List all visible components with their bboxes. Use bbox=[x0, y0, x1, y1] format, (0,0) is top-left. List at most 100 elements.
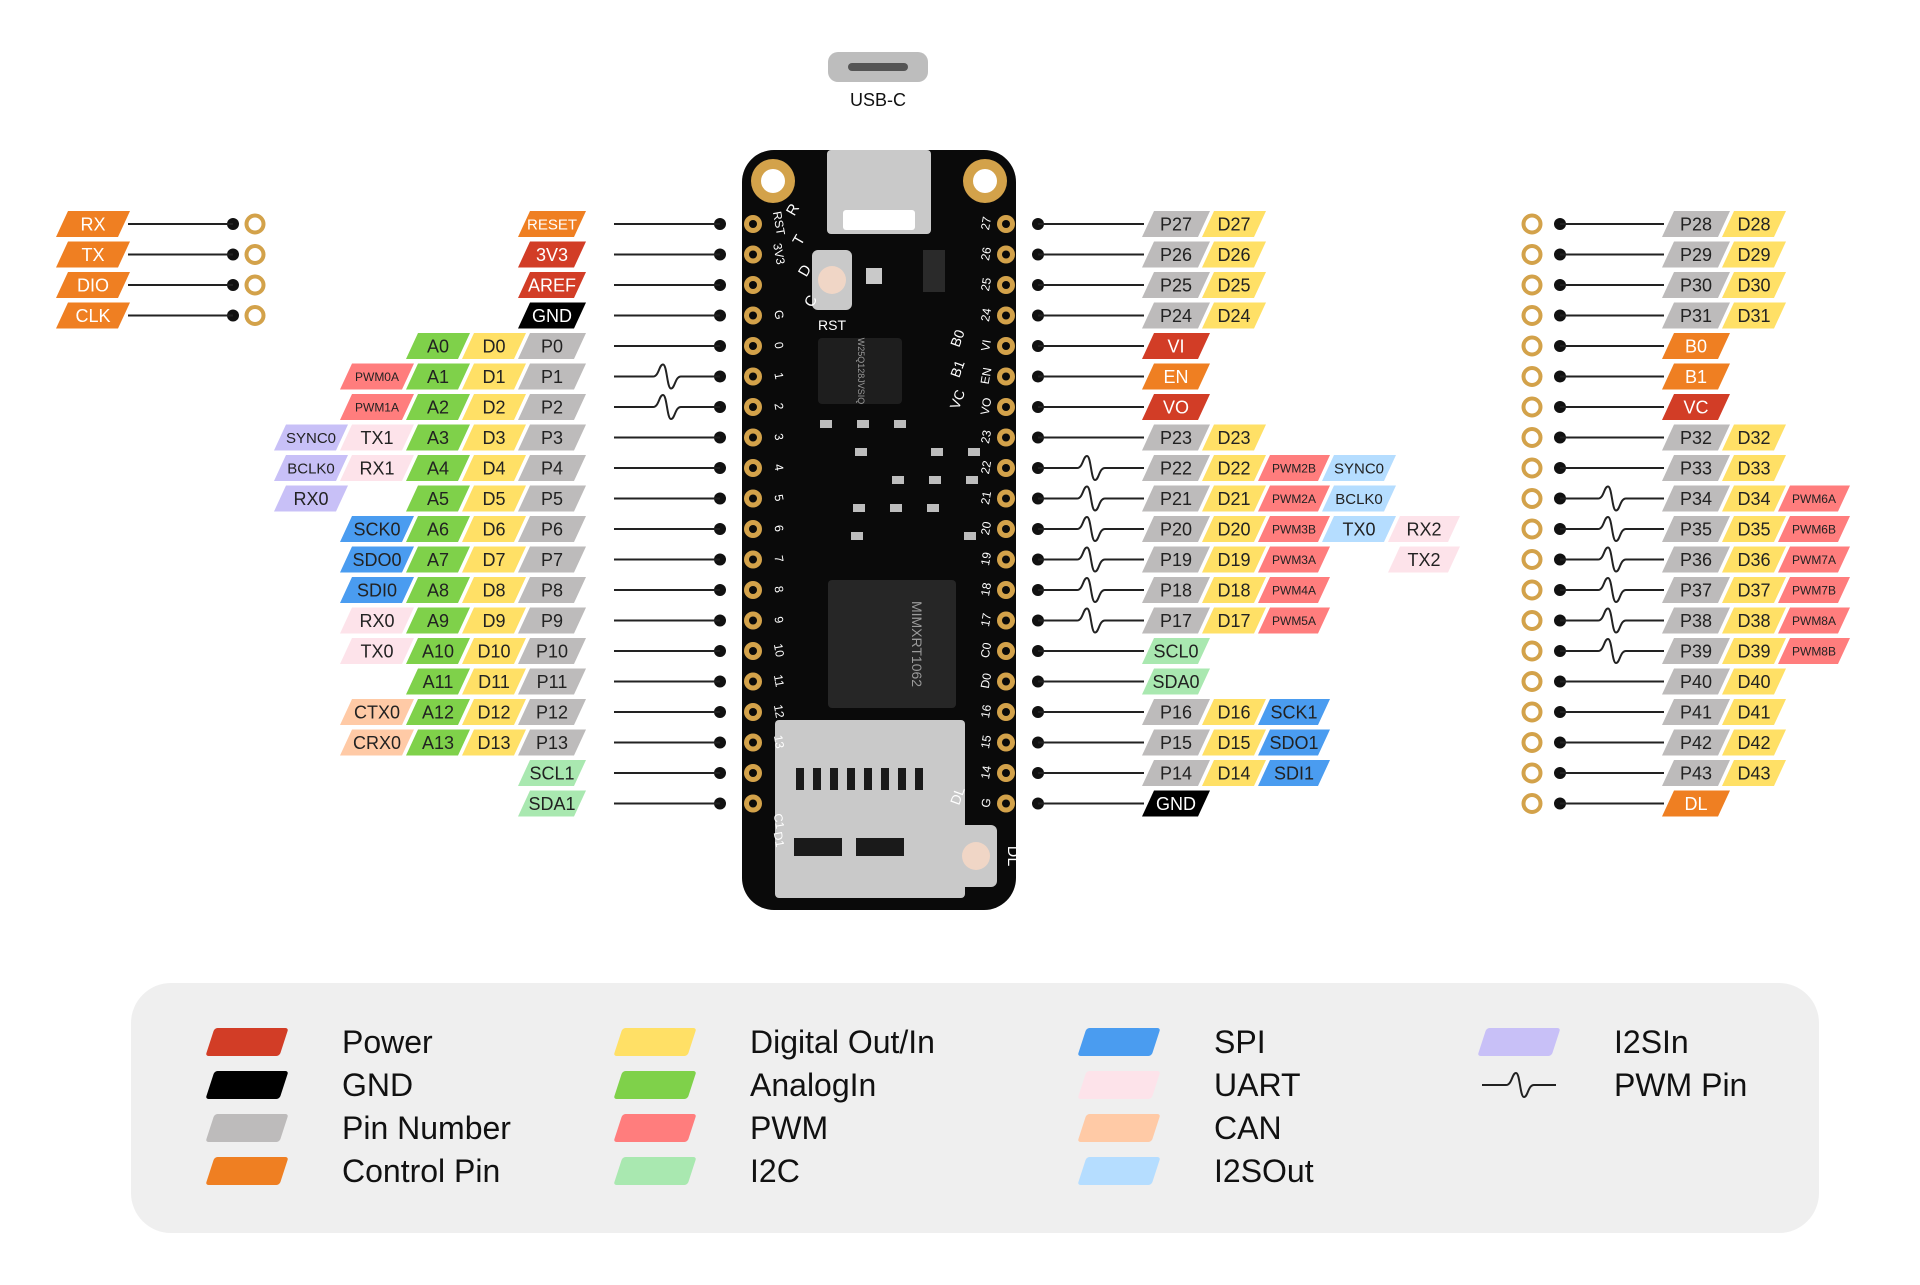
pin-tag-pin_number bbox=[1142, 729, 1210, 756]
pin-tag-label: P21 bbox=[1160, 489, 1192, 509]
smd-component bbox=[966, 476, 978, 484]
sd-contact bbox=[898, 768, 906, 790]
board-pad-left-hole bbox=[749, 311, 757, 320]
pin-tag-label: D18 bbox=[1217, 580, 1250, 600]
pin-tag-label: A12 bbox=[422, 702, 454, 722]
pin-tag-pin_number bbox=[1662, 211, 1730, 237]
pwm-wave-far-right bbox=[1560, 515, 1664, 543]
pin-tag-label: A7 bbox=[427, 550, 449, 570]
pin-tag-label: D19 bbox=[1217, 550, 1250, 570]
board-pad-left-hole bbox=[749, 677, 757, 686]
board-pad-right-hole bbox=[1002, 372, 1010, 381]
pin-tag-spi bbox=[1258, 699, 1330, 725]
pin-tag-label: D34 bbox=[1737, 489, 1770, 509]
pin-tag-pin_number bbox=[518, 607, 586, 634]
pin-pad bbox=[1521, 793, 1543, 814]
usb-c-port bbox=[848, 63, 908, 71]
pin-tag-power bbox=[518, 241, 586, 268]
pin-tag-i2c bbox=[1142, 668, 1210, 695]
pwm-wave-right bbox=[1038, 485, 1144, 512]
legend-label: Pin Number bbox=[342, 1109, 511, 1146]
board-pad-right-hole bbox=[1002, 708, 1010, 716]
legend-item: I2SIn bbox=[1477, 1023, 1689, 1060]
pin-pad bbox=[1521, 244, 1543, 265]
pin-tag-label: TX2 bbox=[1407, 550, 1440, 570]
sd-contact bbox=[847, 768, 855, 790]
smd-component bbox=[931, 448, 943, 456]
pin-tag-label: P3 bbox=[541, 428, 563, 448]
pin-tag-label: P26 bbox=[1160, 245, 1192, 265]
pin-tag-label: PWM7A bbox=[1792, 553, 1836, 567]
pin-tag-label: A1 bbox=[427, 367, 449, 387]
flash-chip bbox=[818, 338, 902, 404]
legend-label: I2SIn bbox=[1614, 1023, 1689, 1060]
legend-label: AnalogIn bbox=[750, 1066, 877, 1103]
board-pad-left-hole bbox=[749, 220, 757, 228]
pin-tag-digital bbox=[1722, 241, 1786, 268]
pin-tag-label: A9 bbox=[427, 611, 449, 631]
board-pad-right-hole bbox=[1002, 342, 1010, 350]
pin-tag-pin_number bbox=[1662, 607, 1730, 634]
silk-label-right: 22 bbox=[978, 459, 994, 475]
pin-tag-pin_number bbox=[518, 424, 586, 451]
silk-label-left: G bbox=[771, 309, 786, 321]
pin-tag-label: P4 bbox=[541, 458, 563, 478]
pin-tag-digital bbox=[1202, 211, 1266, 237]
legend-swatch bbox=[1477, 1028, 1561, 1056]
pin-tag-label: D36 bbox=[1737, 550, 1770, 570]
pin-pad bbox=[244, 274, 266, 296]
legend-item: UART bbox=[1077, 1067, 1301, 1103]
pin-tag-digital bbox=[1722, 272, 1786, 298]
smd-component bbox=[929, 476, 941, 484]
pin-tag-label: P36 bbox=[1680, 550, 1712, 570]
legend-swatch bbox=[205, 1071, 289, 1099]
legend-label: SPI bbox=[1214, 1023, 1266, 1060]
pin-tag-digital bbox=[1202, 241, 1266, 268]
sd-contact bbox=[915, 768, 923, 790]
pin-tag-pin_number bbox=[1662, 241, 1730, 268]
pin-tag-label: D16 bbox=[1217, 702, 1250, 722]
pin-tag-label: A2 bbox=[427, 397, 449, 417]
pin-tag-i2c bbox=[518, 790, 586, 817]
pin-tag-label: D6 bbox=[482, 519, 505, 539]
pin-tag-label: P11 bbox=[537, 672, 568, 692]
pin-tag-label: D5 bbox=[482, 489, 505, 509]
pin-tag-pin_number bbox=[518, 668, 586, 695]
silk-label-right: 15 bbox=[978, 734, 994, 750]
pin-tag-pwm bbox=[1778, 607, 1850, 634]
pin-tag-pin_number bbox=[1662, 272, 1730, 298]
pin-tag-control bbox=[518, 211, 586, 237]
pin-tag-label: PWM7B bbox=[1792, 583, 1836, 597]
pin-tag-label: P23 bbox=[1160, 428, 1192, 448]
usb-c-label: USB-C bbox=[849, 90, 906, 110]
board-pad-right-hole bbox=[1002, 250, 1010, 259]
pin-tag-label: RX2 bbox=[1406, 519, 1441, 539]
pin-tag-pin_number bbox=[1662, 729, 1730, 756]
pin-tag-digital bbox=[1202, 424, 1266, 451]
pin-tag-spi bbox=[340, 516, 414, 542]
legend-swatch bbox=[205, 1157, 289, 1185]
pin-tag-label: A13 bbox=[422, 733, 454, 753]
pin-tag-digital bbox=[1202, 577, 1266, 603]
pin-tag-label: D39 bbox=[1737, 641, 1770, 661]
pin-pad bbox=[1521, 488, 1543, 509]
smd-component bbox=[853, 504, 865, 512]
pin-tag-digital bbox=[1202, 516, 1266, 542]
silk-label-left: 2 bbox=[771, 402, 786, 411]
pin-tag-label: A10 bbox=[422, 641, 454, 661]
pin-tag-label: PWM1A bbox=[355, 400, 399, 414]
pin-tag-control bbox=[1662, 790, 1730, 817]
pin-tag-label: TX1 bbox=[360, 428, 393, 448]
pin-tag-power bbox=[1142, 333, 1210, 359]
legend-label: GND bbox=[342, 1066, 414, 1103]
silk-label-left: 10 bbox=[771, 643, 787, 659]
board-pad-left-hole bbox=[749, 586, 757, 594]
pin-tag-label: SDO1 bbox=[1269, 733, 1318, 753]
board-pad-left-hole bbox=[749, 403, 757, 411]
pin-tag-label: SDA0 bbox=[1152, 672, 1199, 692]
legend-label: I2C bbox=[750, 1152, 800, 1189]
silk-label-right: D0 bbox=[978, 672, 995, 690]
silk-label-left: 12 bbox=[771, 704, 787, 720]
pin-pad bbox=[1521, 305, 1543, 326]
pin-tag-label: PWM5A bbox=[1272, 614, 1316, 628]
